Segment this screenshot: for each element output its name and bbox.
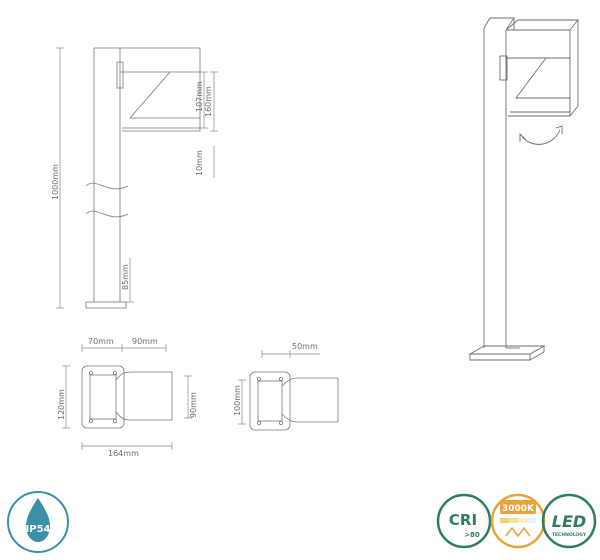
perspective-view	[468, 17, 579, 361]
led-sub-label: TECHNOLOGY	[552, 532, 587, 538]
side-dimension-lines	[238, 350, 320, 425]
cri-value: >80	[464, 531, 480, 539]
dim-base-height: 85mm	[121, 264, 130, 290]
water-drop-icon	[26, 498, 50, 542]
dim-head-inner: 107mm	[195, 81, 204, 112]
led-badge: LED TECHNOLOGY	[541, 493, 597, 549]
cri-label: CRI	[449, 511, 477, 529]
plan-view	[81, 365, 173, 429]
dim-side-depth: 100mm	[233, 385, 242, 416]
dim-side-offset: 50mm	[292, 342, 318, 351]
side-plan-view	[249, 371, 339, 431]
front-dimension-lines	[56, 47, 218, 309]
dim-gap-below: 10mm	[195, 150, 204, 176]
dim-top-right: 90mm	[132, 337, 158, 346]
cri-badge: CRI >80	[436, 493, 492, 549]
led-label: LED	[552, 512, 586, 531]
dim-total-height: 1000mm	[51, 164, 60, 200]
light-bulb-icon	[505, 526, 531, 538]
color-temperature-badge: 3000K	[490, 493, 546, 549]
dim-plan-depth: 120mm	[57, 389, 66, 420]
ip-rating-badge: IP54	[7, 491, 69, 553]
front-elevation	[85, 47, 201, 309]
color-temperature-label: 3000K	[502, 504, 535, 514]
plan-dimension-lines	[62, 344, 192, 450]
ip-rating-label: IP54	[26, 524, 51, 535]
dim-top-left: 70mm	[88, 337, 114, 346]
dim-head-height: 160mm	[204, 86, 213, 117]
dim-plan-head: 90mm	[189, 392, 198, 418]
dim-plan-width: 164mm	[108, 449, 139, 458]
